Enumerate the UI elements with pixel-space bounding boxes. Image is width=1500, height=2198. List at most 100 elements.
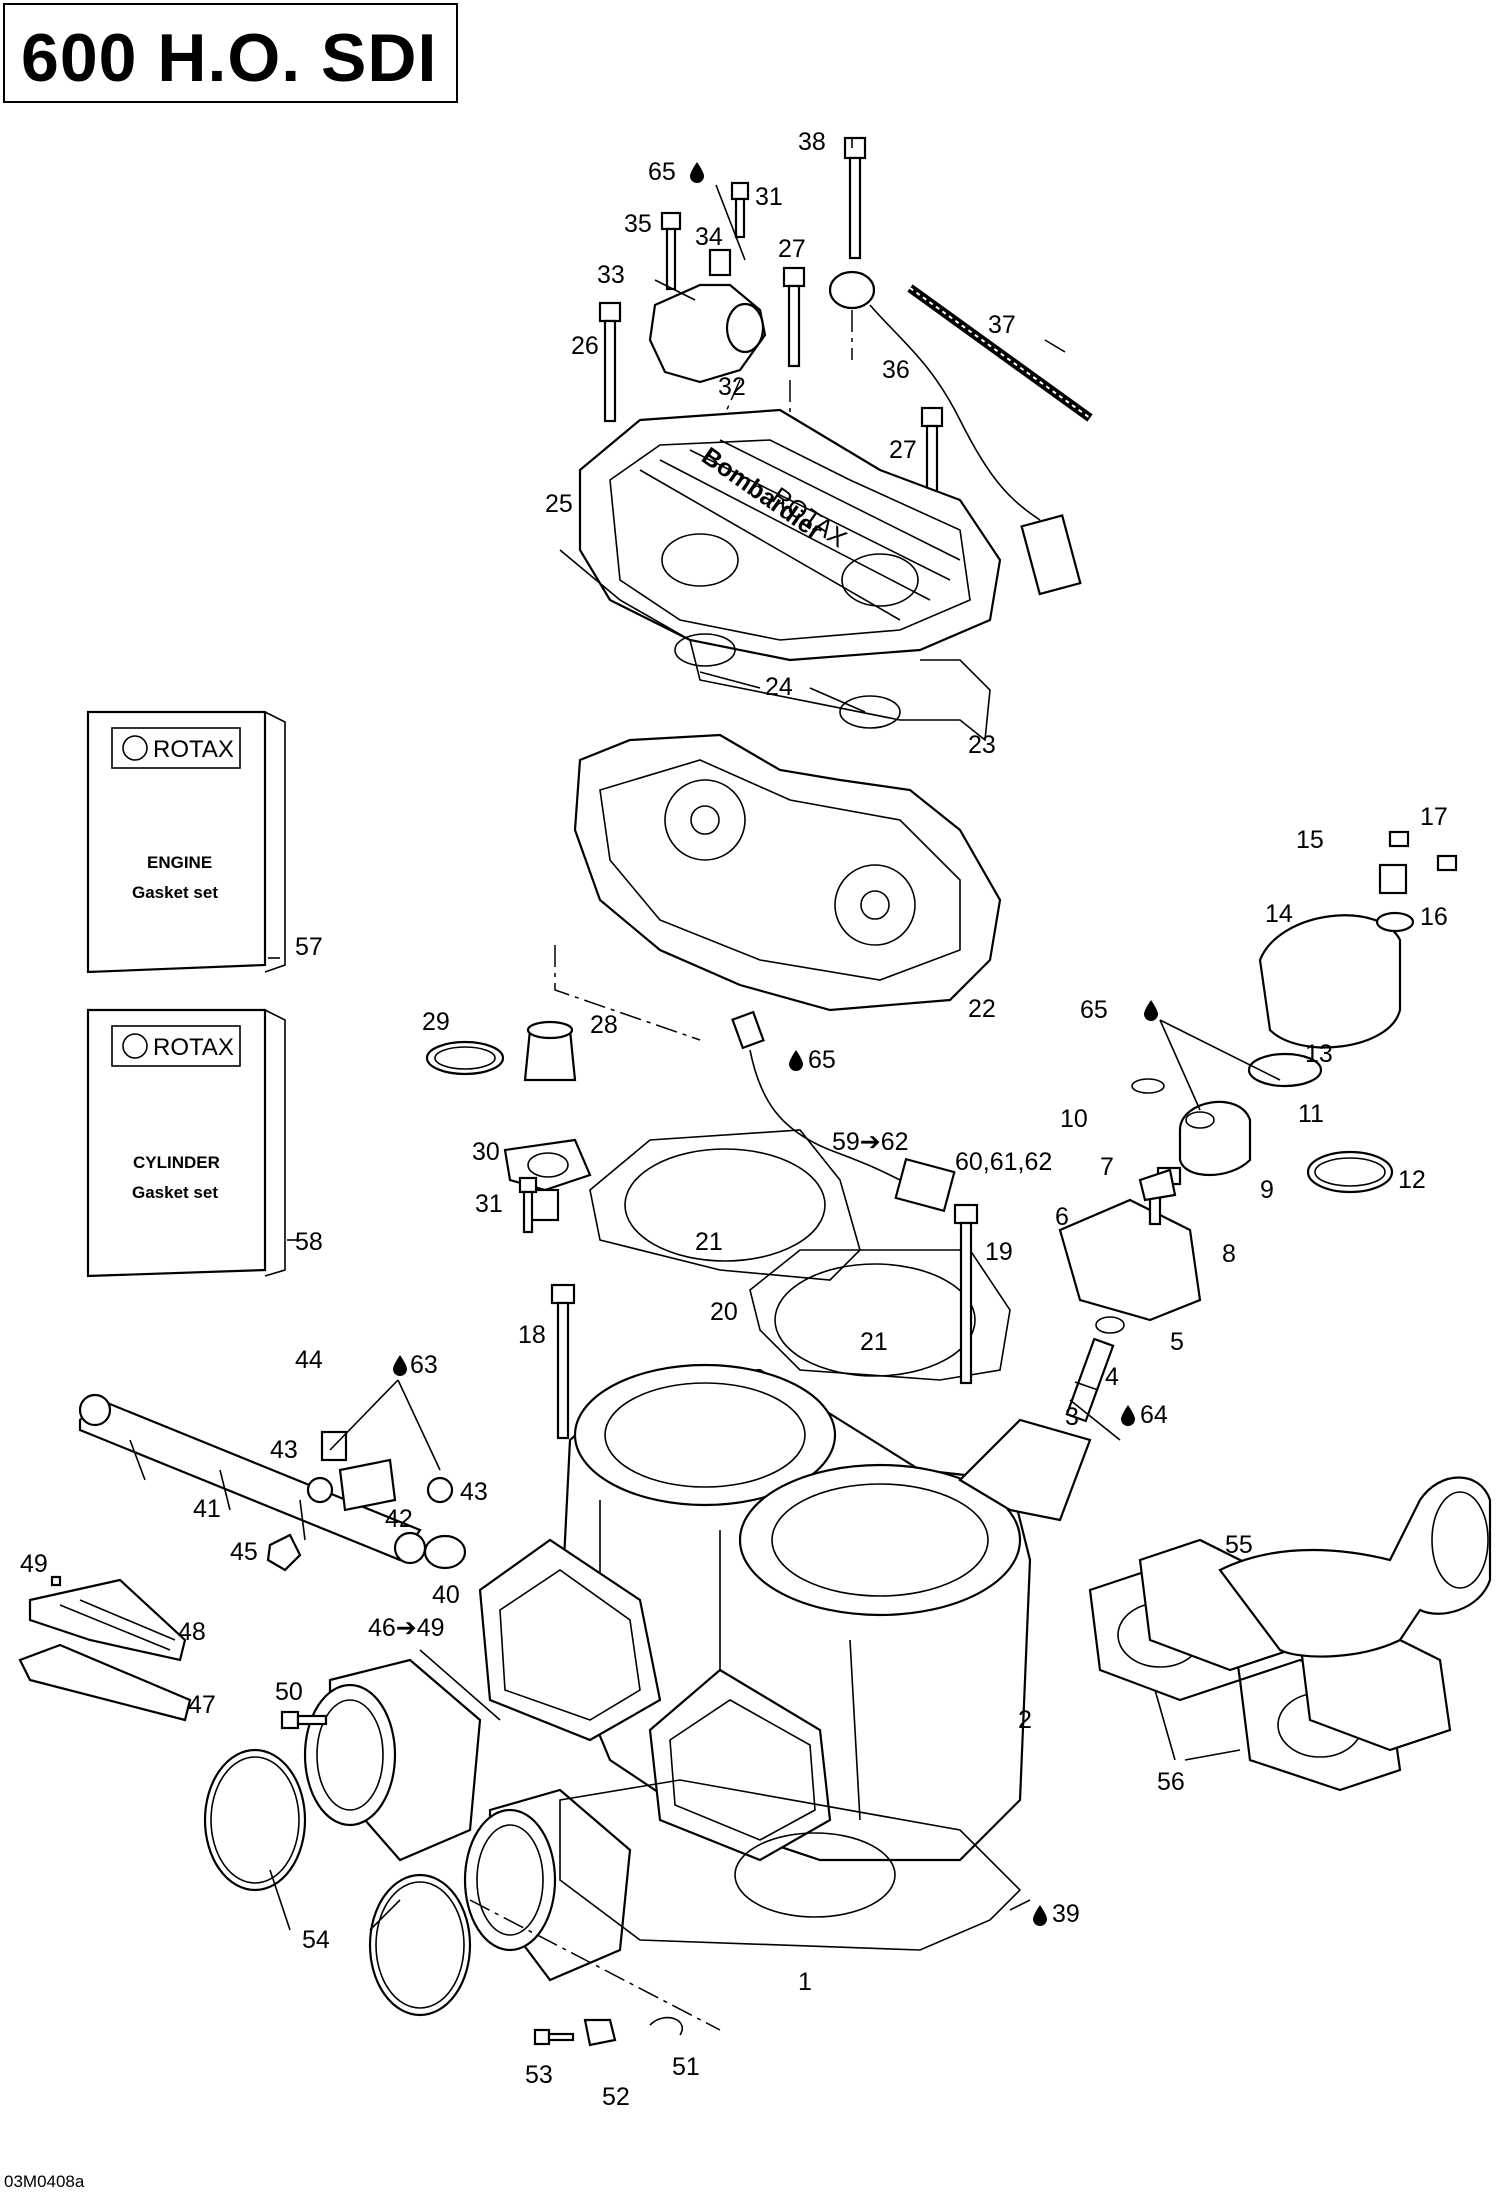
part-label: 63 xyxy=(410,1351,438,1379)
part-label: 21 xyxy=(695,1228,723,1256)
part-label: 15 xyxy=(1296,826,1324,854)
packet-line1: ENGINE xyxy=(147,853,212,872)
thermostat-parts xyxy=(425,945,701,1234)
exhaust-manifold xyxy=(1088,1476,1492,1792)
packet-ref-label: 58 xyxy=(295,1228,323,1256)
packet-ref-label: 57 xyxy=(295,933,323,961)
part-label: 27 xyxy=(889,436,917,464)
part-label: 25 xyxy=(545,490,573,518)
cylinder-gasket-set-packet: ROTAX CYLINDER Gasket set xyxy=(86,1008,286,1278)
part-label: 3 xyxy=(1065,1403,1079,1431)
part-label: 31 xyxy=(475,1190,503,1218)
top-hardware xyxy=(598,136,1093,596)
oil-drop-icon xyxy=(393,1355,407,1376)
part-label: 65 xyxy=(808,1046,836,1074)
part-label: 2 xyxy=(1018,1706,1032,1734)
part-label: 7 xyxy=(1100,1153,1114,1181)
leader-lines xyxy=(268,138,1281,1931)
part-label: 27 xyxy=(778,235,806,263)
rotax-logo-icon xyxy=(122,735,148,761)
part-label: 38 xyxy=(798,128,826,156)
part-label: 29 xyxy=(422,1008,450,1036)
fuel-rail-assembly xyxy=(78,1393,467,1572)
part-label: 55 xyxy=(1225,1531,1253,1559)
cylinder-head-cover: Bombardier ROTAX xyxy=(559,408,1002,742)
part-label: 43 xyxy=(460,1478,488,1506)
part-label: 24 xyxy=(765,673,793,701)
packet-line1: CYLINDER xyxy=(133,1153,220,1172)
title-box: 600 H.O. SDI xyxy=(3,3,458,103)
part-label: 22 xyxy=(968,995,996,1023)
part-label: 17 xyxy=(1420,803,1448,831)
part-label: 59➔62 xyxy=(832,1128,909,1156)
cylinder-head xyxy=(573,733,1002,1012)
part-label: 18 xyxy=(518,1321,546,1349)
part-label: 19 xyxy=(985,1238,1013,1266)
temp-sensor xyxy=(731,1010,956,1213)
reed-valve-parts xyxy=(18,1575,192,1722)
part-label: 9 xyxy=(1260,1176,1274,1204)
packet-brand: ROTAX xyxy=(153,736,234,763)
oil-drop-icon xyxy=(1033,1905,1047,1926)
rave-valve-parts xyxy=(958,830,1458,1522)
part-label: 31 xyxy=(755,183,783,211)
part-label: 34 xyxy=(695,223,723,251)
packet-line2: Gasket set xyxy=(132,1183,218,1202)
packet-line2: Gasket set xyxy=(132,883,218,902)
part-label: 40 xyxy=(432,1581,460,1609)
part-label: 10 xyxy=(1060,1105,1088,1133)
part-label: 60,61,62 xyxy=(955,1148,1052,1176)
part-label: 44 xyxy=(295,1346,323,1374)
part-label: 30 xyxy=(472,1138,500,1166)
part-label: 14 xyxy=(1265,900,1293,928)
part-label: 56 xyxy=(1157,1768,1185,1796)
part-label: 13 xyxy=(1305,1040,1333,1068)
part-label: 50 xyxy=(275,1678,303,1706)
part-label: 36 xyxy=(882,356,910,384)
head-gaskets xyxy=(550,1129,1011,1440)
packet-brand: ROTAX xyxy=(153,1034,234,1061)
part-label: 65 xyxy=(648,158,676,186)
oil-drop-icons xyxy=(393,162,1158,1926)
part-label: 16 xyxy=(1420,903,1448,931)
part-label: 49 xyxy=(20,1550,48,1578)
part-label: 28 xyxy=(590,1011,618,1039)
part-label: 35 xyxy=(624,210,652,238)
part-label: 33 xyxy=(597,261,625,289)
part-label: 54 xyxy=(302,1926,330,1954)
part-label: 64 xyxy=(1140,1401,1168,1429)
part-label: 11 xyxy=(1298,1100,1324,1128)
part-label: 47 xyxy=(188,1691,216,1719)
part-label: 46➔49 xyxy=(368,1614,445,1642)
part-label: 53 xyxy=(525,2061,553,2089)
part-label: 42 xyxy=(385,1505,413,1533)
part-label: 12 xyxy=(1398,1166,1426,1194)
engine-gasket-set-packet: ROTAX ENGINE Gasket set xyxy=(86,710,286,974)
oil-drop-icon xyxy=(690,162,704,183)
page-title: 600 H.O. SDI xyxy=(21,20,438,96)
part-label: 32 xyxy=(718,373,746,401)
part-labels: 38 65 31 35 34 27 33 26 32 37 36 27 25 2… xyxy=(20,128,1448,2111)
part-label: 41 xyxy=(193,1495,221,1523)
part-label: 1 xyxy=(798,1968,812,1996)
part-label: 37 xyxy=(988,311,1016,339)
part-label: 8 xyxy=(1222,1240,1236,1268)
part-label: 20 xyxy=(710,1298,738,1326)
oil-drop-icon xyxy=(789,1050,803,1071)
part-label: 51 xyxy=(672,2053,700,2081)
oil-drop-icon xyxy=(1121,1405,1135,1426)
part-label: 52 xyxy=(602,2083,630,2111)
part-label: 21 xyxy=(860,1328,888,1356)
part-label: 4 xyxy=(1105,1363,1119,1391)
part-label: 39 xyxy=(1052,1900,1080,1928)
oil-drop-icon xyxy=(1144,1000,1158,1021)
part-label: 43 xyxy=(270,1436,298,1464)
rotax-logo-icon xyxy=(122,1033,148,1059)
figure-code: 03M0408a xyxy=(4,2172,85,2191)
part-label: 6 xyxy=(1055,1203,1069,1231)
part-label: 26 xyxy=(571,332,599,360)
intake-assembly xyxy=(203,1538,1022,2047)
part-label: 23 xyxy=(968,731,996,759)
part-label: 5 xyxy=(1170,1328,1184,1356)
